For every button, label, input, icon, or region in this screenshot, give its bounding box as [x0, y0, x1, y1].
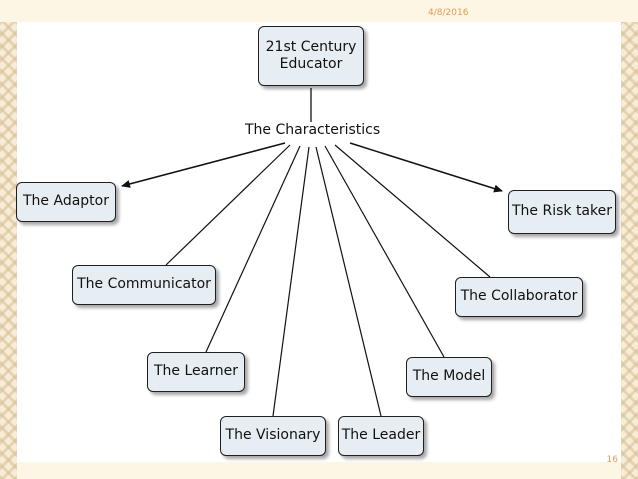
- node-collaborator: The Collaborator: [455, 277, 583, 317]
- page-number: 16: [606, 455, 618, 465]
- connector-visionary: [272, 146, 310, 417]
- connector-leader: [315, 146, 382, 417]
- connector-model: [324, 145, 445, 358]
- node-risk-taker: The Risk taker: [508, 190, 616, 234]
- left-decorative-border: [0, 0, 17, 479]
- connector-adaptor: [121, 142, 286, 188]
- node-learner: The Learner: [147, 352, 245, 392]
- node-adaptor: The Adaptor: [16, 182, 116, 222]
- connector-communicator: [165, 144, 291, 266]
- connector-learner: [205, 145, 301, 353]
- connector-collaborator: [334, 144, 491, 278]
- node-visionary: The Visionary: [220, 416, 326, 456]
- root-node: 21st Century Educator: [258, 26, 364, 86]
- slide-canvas: [17, 22, 621, 462]
- right-decorative-border: [621, 0, 638, 479]
- connector-risk-taker: [349, 142, 503, 193]
- link-label: The Characteristics: [242, 122, 384, 138]
- node-model: The Model: [406, 357, 492, 397]
- slide-date: 4/8/2016: [428, 8, 469, 18]
- header-strip: [0, 0, 638, 22]
- node-communicator: The Communicator: [72, 265, 216, 305]
- node-leader: The Leader: [338, 416, 424, 456]
